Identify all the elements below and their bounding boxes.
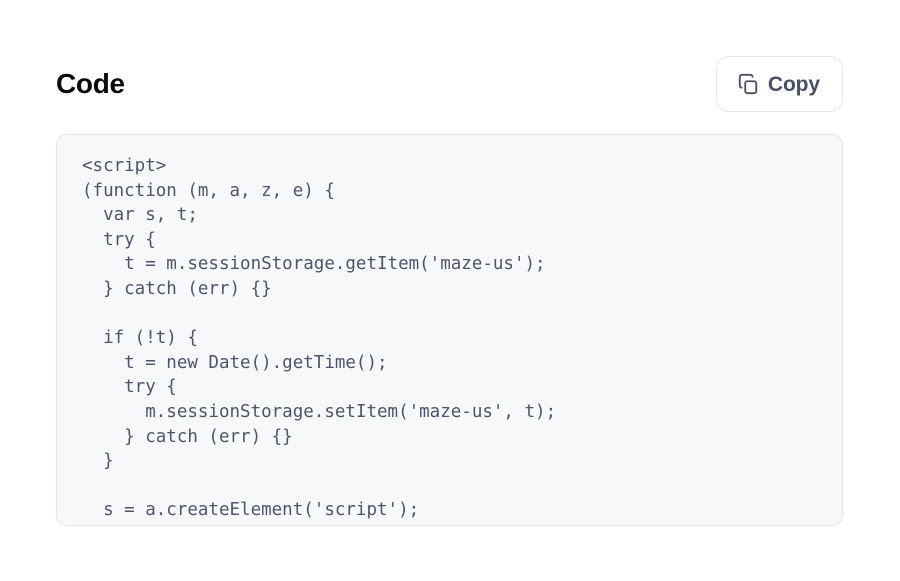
copy-button-label: Copy xyxy=(767,72,820,96)
page-title: Code xyxy=(56,68,125,99)
code-scroll-area[interactable]: <script> (function (m, a, z, e) { var s,… xyxy=(57,135,842,525)
copy-icon xyxy=(737,73,759,95)
copy-button[interactable]: Copy xyxy=(715,56,843,112)
code-content: <script> (function (m, a, z, e) { var s,… xyxy=(82,156,557,521)
panel-header: Code Copy xyxy=(56,56,843,112)
code-block[interactable]: <script> (function (m, a, z, e) { var s,… xyxy=(56,134,843,526)
